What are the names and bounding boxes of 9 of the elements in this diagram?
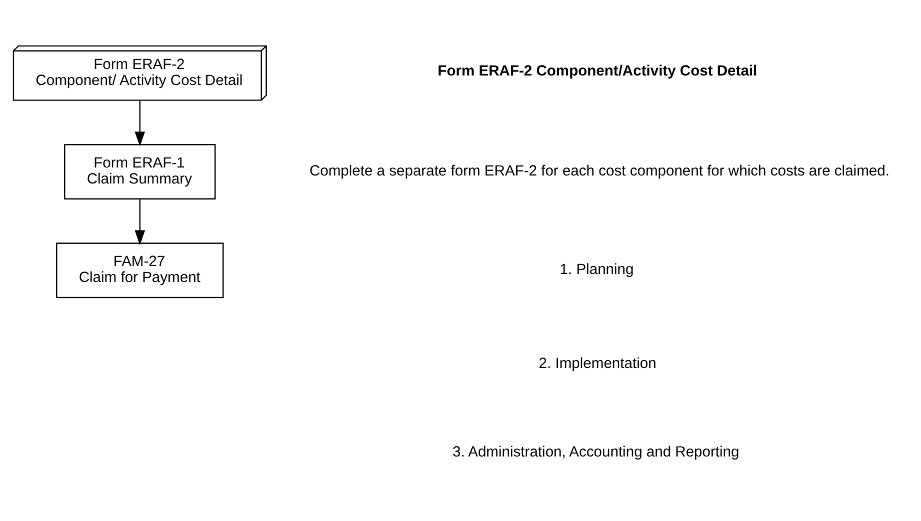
label: Complete a separate form ERAF-2 for each cost component for which costs are claimed. [309,164,890,180]
label: Form ERAF-2 Component/Activity Cost Detail [438,64,758,80]
label: 3. Administration, Accounting and Reporting [452,444,740,461]
label: 2. Implementation [538,356,656,372]
node-box: Form ERAF-1 Claim Summary [64,144,216,200]
label: 1. Planning [560,262,634,278]
arrow [134,100,146,146]
node-box: FAM-27 Claim for Payment [56,242,224,298]
arrow [134,199,146,246]
